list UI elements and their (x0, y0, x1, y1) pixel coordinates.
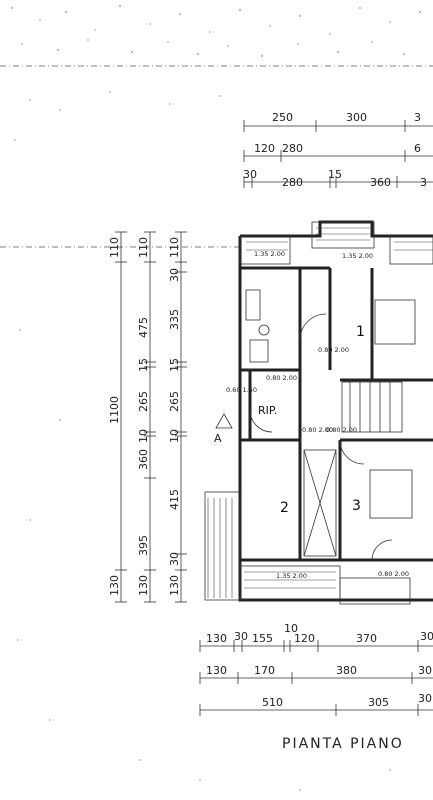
dim-left-2-f: 360 (137, 449, 150, 470)
dim-bot-1-a: 130 (206, 632, 227, 645)
dim-top-1-b: 300 (346, 111, 367, 124)
dim-top-3-c: 15 (328, 168, 342, 181)
dim-top-2-b: 280 (282, 142, 303, 155)
dim-bot-3-b: 305 (368, 696, 389, 709)
drawing-title: PIANTA PIANO (282, 736, 404, 752)
dim-top-3-a: 30 (243, 168, 257, 181)
dim-top-2-c: 6 (414, 142, 421, 155)
dim-left-3-f: 10 (168, 429, 181, 443)
dim-bot-2-a: 130 (206, 664, 227, 677)
dim-bot-1-g: 30 (420, 630, 433, 643)
dim-left-2-c: 15 (137, 358, 150, 372)
building-walls (204, 220, 433, 605)
dim-bot-3-c: 30 (418, 692, 432, 705)
dim-top-3-d: 360 (370, 176, 391, 189)
roof-hatch-top (311, 221, 375, 249)
room-label-2: 2 (280, 500, 289, 516)
section-marker-label: A (214, 432, 222, 445)
room-label-3: 3 (352, 498, 361, 514)
staircase (341, 381, 403, 433)
dim-bot-1-e: 120 (294, 632, 315, 645)
shower (249, 339, 269, 363)
door-label-5: 0.80 2.00 (326, 426, 357, 434)
dim-left-2-g: 395 (137, 535, 150, 556)
dim-bot-1-d: 10 (284, 622, 298, 635)
dim-bot-2-d: 30 (418, 664, 432, 677)
room-label-rip: RIP. (258, 404, 277, 417)
dim-left-3-d: 15 (168, 358, 181, 372)
door-label-4: 0.80 2.00 (302, 426, 333, 434)
dim-top-3-b: 280 (282, 176, 303, 189)
dim-top-2-a: 120 (254, 142, 275, 155)
door-arc-2 (339, 439, 365, 465)
dim-bot-2-b: 170 (254, 664, 275, 677)
door-label-9: 1.35 2.00 (276, 572, 307, 580)
dim-left-3-a: 110 (168, 237, 181, 258)
room-label-1: 1 (356, 324, 365, 340)
dim-top-3-e: 3 (420, 176, 427, 189)
top-dimensions: 250 300 3 120 280 6 30 280 15 360 3 (243, 111, 433, 189)
dim-left-3-e: 265 (168, 391, 181, 412)
dim-bot-3-a: 510 (262, 696, 283, 709)
dim-left-2-b: 475 (137, 317, 150, 338)
dim-left-3-h: 30 (168, 552, 181, 566)
dim-left-2-a: 110 (137, 237, 150, 258)
dim-bot-1-c: 155 (252, 632, 273, 645)
bath-fixture (245, 289, 261, 321)
dim-left-1-a: 110 (108, 237, 121, 258)
door-label-2: 0.80 2.00 (266, 374, 297, 382)
dim-left-2-d: 265 (137, 391, 150, 412)
door-arc-1 (299, 313, 327, 341)
door-label-7: 1.35 2.00 (342, 252, 373, 260)
balcony-left (204, 491, 241, 601)
balcony-top-right (389, 235, 433, 265)
corridor (303, 449, 337, 557)
bed-room-3 (369, 469, 413, 519)
dim-left-3-i: 130 (168, 575, 181, 596)
dim-bot-2-c: 380 (336, 664, 357, 677)
door-label-6: 0.80 2.00 (378, 570, 409, 578)
dim-left-3-g: 415 (168, 489, 181, 510)
dim-left-3-b: 30 (168, 268, 181, 282)
dim-top-1-a: 250 (272, 111, 293, 124)
dim-top-1-c: 3 (414, 111, 421, 124)
left-dimensions: 110 1100 130 110 475 15 265 10 360 395 1… (108, 231, 187, 603)
dim-bot-1-f: 370 (356, 632, 377, 645)
balcony-bottom-right (339, 577, 411, 605)
door-arc-4 (249, 409, 273, 433)
bottom-dimensions: 130 30 155 10 120 370 30 130 170 380 30 … (199, 622, 433, 716)
sink (258, 324, 270, 336)
section-marker-icon (215, 413, 233, 429)
dim-left-2-e: 10 (137, 429, 150, 443)
balcony-top-left (239, 235, 291, 265)
dim-left-1-c: 130 (108, 575, 121, 596)
dim-left-3-c: 335 (168, 309, 181, 330)
door-arc-3 (371, 539, 393, 561)
scan-noise (11, 5, 421, 791)
door-label-8: 1.35 2.00 (254, 250, 285, 258)
dim-left-1-b: 1100 (108, 396, 121, 424)
bed-room-1 (374, 299, 416, 345)
dim-bot-1-b: 30 (234, 630, 248, 643)
dim-left-2-h: 130 (137, 575, 150, 596)
door-label-1: 0.80 2.00 (318, 346, 349, 354)
door-label-3: 0.60 1.50 (226, 386, 257, 394)
